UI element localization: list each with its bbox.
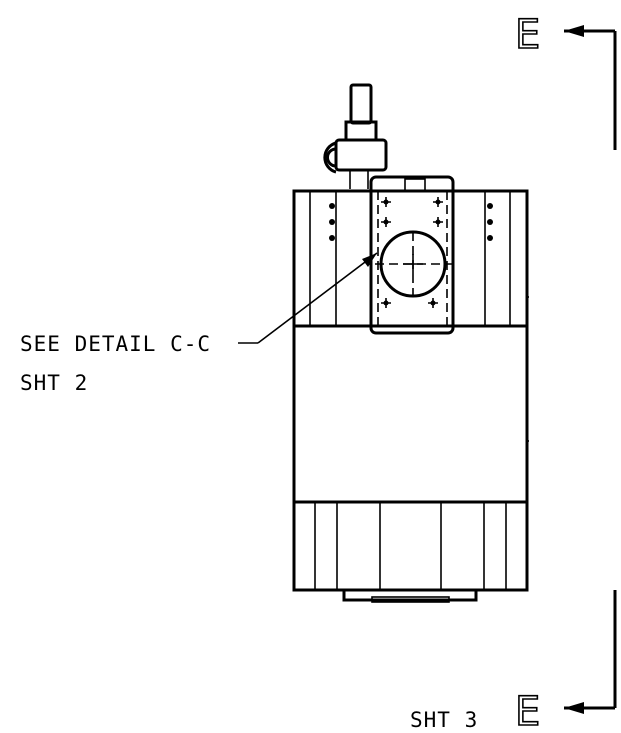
arrow-left-icon xyxy=(564,702,584,714)
section-letter-bottom: E xyxy=(515,689,540,733)
detail-sheet-label: SHT 2 xyxy=(20,371,88,395)
top-fitting xyxy=(323,83,388,189)
detail-leader xyxy=(238,252,378,344)
section-sheet-label: SHT 3 xyxy=(410,708,478,732)
detail-reference-label: SEE DETAIL C-C xyxy=(20,332,211,356)
section-letter-top: E xyxy=(515,12,540,58)
bolt-markers xyxy=(381,197,443,308)
section-marker-bottom: E xyxy=(514,590,617,733)
arrow-left-icon xyxy=(564,25,584,37)
section-marker-top: E xyxy=(514,11,617,150)
housing-body xyxy=(292,189,529,603)
detail-plate xyxy=(369,175,455,335)
